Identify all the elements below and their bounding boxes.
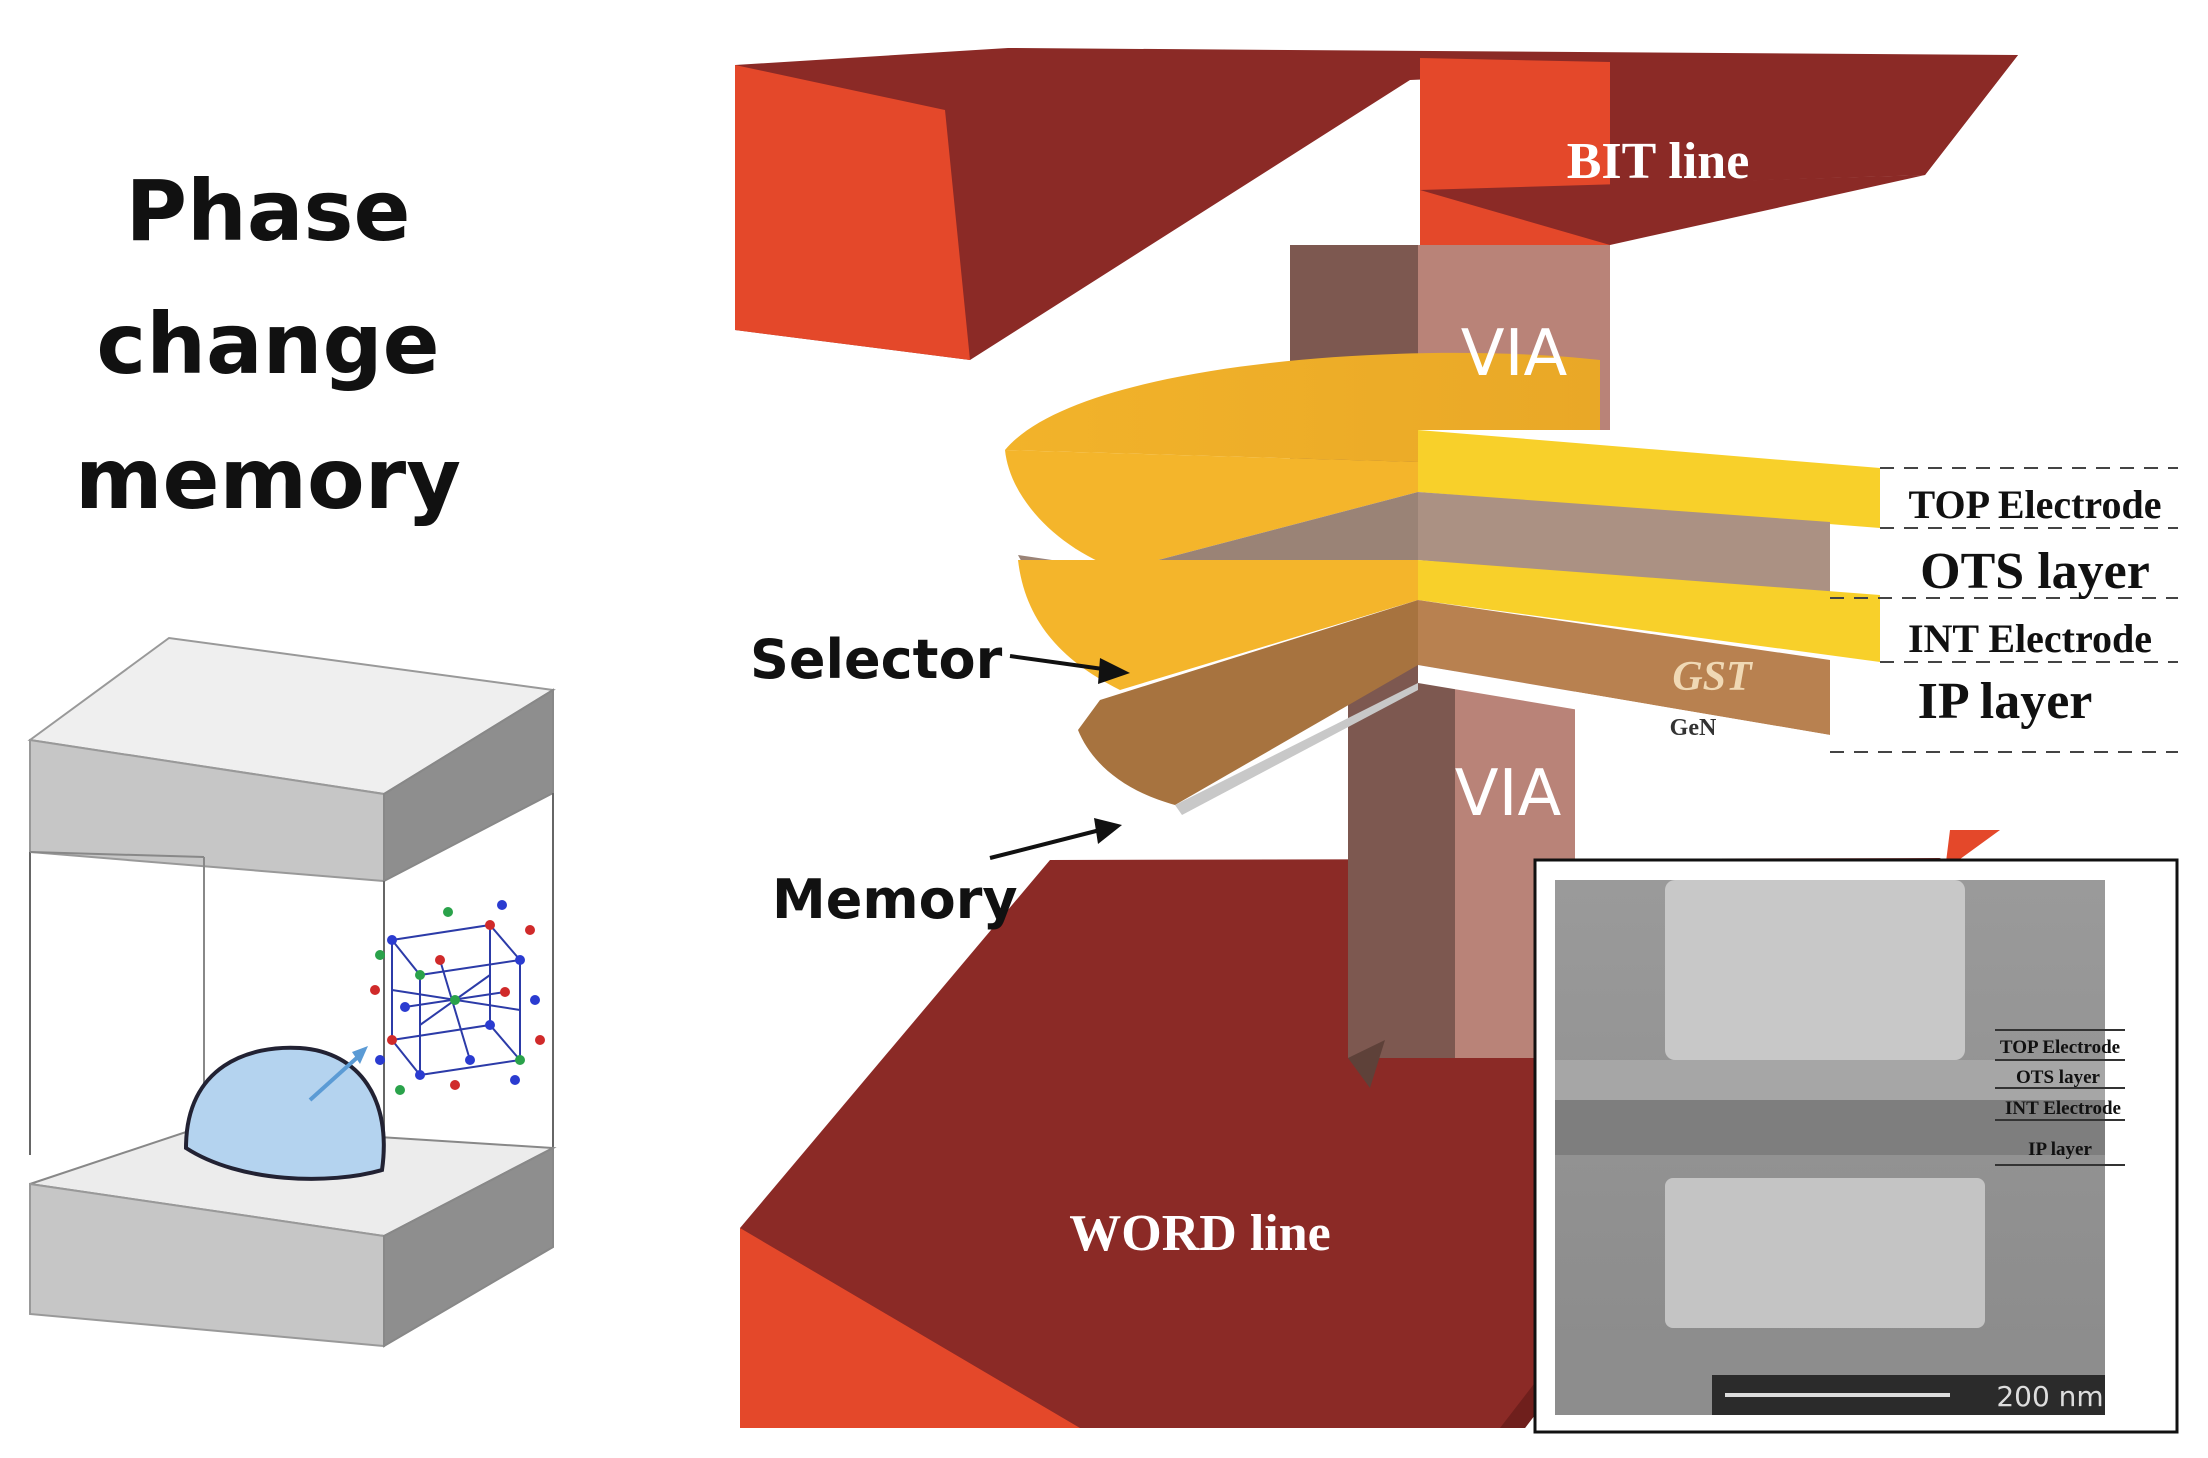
arrow-head-icon xyxy=(352,1046,368,1064)
layer-guide-lines xyxy=(1830,467,2178,753)
word-line-label: WORD line xyxy=(1069,1205,1330,1262)
title-line-1: Phase xyxy=(125,162,410,260)
figure-title: Phase change memory xyxy=(75,162,461,528)
gst-cut-face xyxy=(1418,600,1830,735)
disc-top xyxy=(1005,352,1600,462)
int-electrode-label: INT Electrode xyxy=(1908,616,2152,661)
lattice-atoms xyxy=(370,900,545,1095)
title-line-2: change xyxy=(96,295,439,393)
bottom-via-dark xyxy=(1348,650,1455,1058)
bit-line-left-face xyxy=(735,65,970,360)
gen-label: GeN xyxy=(1670,715,1717,741)
scale-bar-label: 200 nm xyxy=(1996,1380,2103,1413)
title-line-3: memory xyxy=(75,430,461,528)
ip-layer-label: IP layer xyxy=(1918,673,2093,730)
top-electrode-rim xyxy=(1005,450,1418,570)
bottom-block-side-face xyxy=(383,1146,554,1348)
via-top-label: VIA xyxy=(1461,317,1568,391)
inset-int-electrode-label: INT Electrode xyxy=(2005,1098,2121,1119)
via-bottom-label: VIA xyxy=(1455,757,1562,831)
memory-label: Memory xyxy=(772,868,1018,931)
pcm-cell-illustration xyxy=(27,636,557,1348)
gen-cut-face xyxy=(1418,665,1830,752)
inset-ip-layer-label: IP layer xyxy=(2028,1139,2092,1160)
amorphous-dome xyxy=(183,1045,386,1181)
selector-arrow-icon xyxy=(1098,658,1130,684)
inset-ots-layer-label: OTS layer xyxy=(2016,1067,2100,1088)
word-line-front-face xyxy=(740,1228,1080,1428)
gst-label: GST xyxy=(1672,654,1754,700)
inset-top-electrode-label: TOP Electrode xyxy=(2000,1037,2120,1058)
top-electrode-cut-face xyxy=(1418,430,1880,528)
sem-inset: TOP Electrode OTS layer INT Electrode IP… xyxy=(1533,858,2179,1434)
bit-line-label: BIT line xyxy=(1567,133,1750,190)
bit-line-front-face xyxy=(1610,55,2018,185)
int-electrode-rim xyxy=(1018,560,1418,690)
ots-layer-label: OTS layer xyxy=(1920,543,2150,600)
bit-line-top xyxy=(735,48,2018,360)
memory-arrow-icon xyxy=(1094,818,1122,844)
ots-cut-face xyxy=(1418,492,1830,598)
gst-rim xyxy=(1078,600,1418,805)
int-electrode-cut-face xyxy=(1418,560,1880,662)
selector-label: Selector xyxy=(750,628,1003,691)
top-electrode-label: TOP Electrode xyxy=(1909,482,2162,527)
